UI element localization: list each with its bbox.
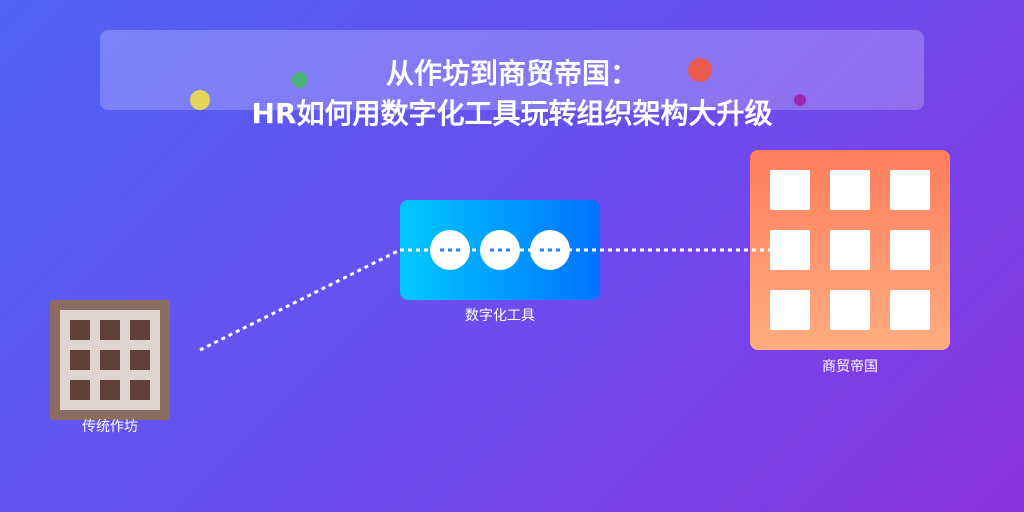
empire-window [770,290,810,330]
empire-label: 商贸帝国 [822,359,878,375]
empire-window [890,290,930,330]
workshop-window [130,350,150,370]
empire-window [890,170,930,210]
workshop-window [70,380,90,400]
page-title-line1: 从作坊到商贸帝国： [385,57,638,90]
workshop-window [130,320,150,340]
empire-window [830,170,870,210]
empire-window [770,230,810,270]
page-title-line2: HR如何用数字化工具玩转组织架构大升级 [251,97,773,130]
connector-workshop-to-tool [199,248,401,352]
empire-window [830,290,870,330]
workshop-window [100,350,120,370]
empire-window [830,230,870,270]
title-banner [100,30,924,110]
empire-window [770,170,810,210]
workshop-building-icon [50,300,170,420]
workshop-window [130,380,150,400]
workshop-facade [60,310,160,410]
workshop-window [100,380,120,400]
workshop-label: 传统作坊 [82,419,138,435]
decor-dot-purple [794,94,806,106]
workshop-window [100,320,120,340]
decor-dot-red [688,58,712,82]
decor-dot-yellow [190,90,210,110]
empire-building-icon [750,150,950,350]
tool-label: 数字化工具 [465,308,535,324]
empire-window [890,230,930,270]
workshop-window [70,350,90,370]
workshop-window [70,320,90,340]
decor-dot-green [292,72,308,88]
